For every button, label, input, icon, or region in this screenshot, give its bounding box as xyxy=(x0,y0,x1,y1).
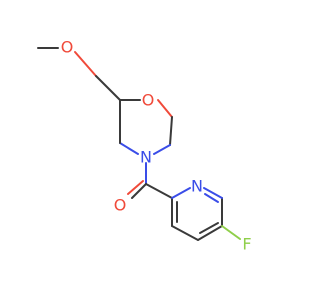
carbonyl-double-bond-a xyxy=(127,180,144,195)
bond-lines xyxy=(37,47,241,241)
ch2-ring-c-bond xyxy=(95,75,121,101)
molecule-diagram: O O N O N F xyxy=(37,38,252,254)
ring-oxygen-label: O xyxy=(142,91,155,110)
ring-n-c5-bond xyxy=(119,142,139,155)
pyridine-c4-c5-bond xyxy=(197,225,223,241)
carbonyl-oxygen-label: O xyxy=(114,196,127,215)
pyridine-n-c2-bond xyxy=(171,187,191,199)
carbonyl-pyridine-bond xyxy=(145,183,173,199)
methoxy-oxygen-label: O xyxy=(61,38,74,57)
ring-c3-c4-bond xyxy=(169,116,173,146)
fluoro-bond xyxy=(221,225,241,240)
carbonyl-c-bond xyxy=(131,183,147,199)
morpholine-nitrogen-label: N xyxy=(140,148,152,167)
fluorine-label: F xyxy=(242,235,251,254)
pyridine-nitrogen-label: N xyxy=(191,177,203,196)
pyridine-inner-double-3 xyxy=(204,193,219,203)
atom-labels: O O N O N F xyxy=(61,38,252,254)
methoxy-o-ch2-bond xyxy=(74,51,97,77)
pyridine-c6-n-bond xyxy=(203,187,223,199)
pyridine-c3-c4-bond xyxy=(171,225,199,241)
ring-o-c3-bond xyxy=(157,99,173,118)
pyridine-inner-double-2 xyxy=(199,222,219,234)
ring-c4-n-bond xyxy=(153,144,171,155)
